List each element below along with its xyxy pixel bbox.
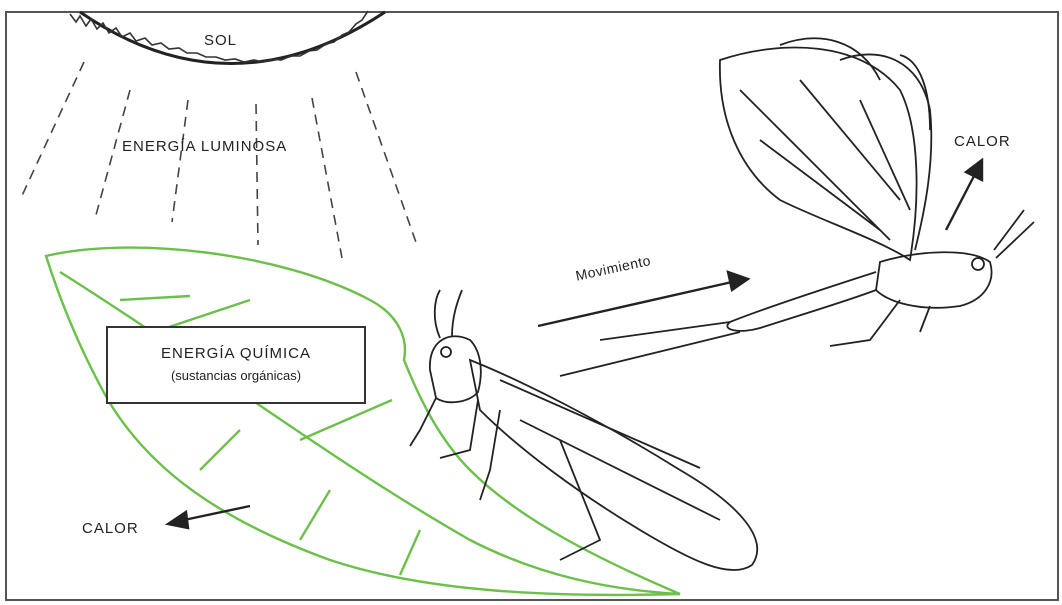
chemical-energy-box: ENERGÍA QUÍMICA (sustancias orgánicas)	[106, 326, 366, 404]
light-rays	[20, 62, 418, 258]
heat-leaf-label: CALOR	[82, 520, 139, 537]
movement-arrowhead	[728, 272, 748, 290]
heat-insect-label: CALOR	[954, 133, 1011, 150]
sun-label: SOL	[204, 32, 237, 49]
chemical-energy-detail: (sustancias orgánicas)	[108, 368, 364, 383]
chemical-energy-label: ENERGÍA QUÍMICA	[108, 345, 364, 362]
grasshopper-icon	[410, 290, 757, 570]
heat-leaf-arrowhead	[168, 512, 188, 528]
heat-insect-arrowhead	[966, 160, 982, 180]
frame-border	[6, 12, 1058, 600]
heat-insect-arrow	[946, 176, 974, 230]
light-energy-label: ENERGÍA LUMINOSA	[122, 138, 287, 155]
flying-insect-icon	[560, 38, 1034, 376]
leaf-drawing	[46, 248, 680, 595]
movement-arrow	[538, 282, 732, 326]
